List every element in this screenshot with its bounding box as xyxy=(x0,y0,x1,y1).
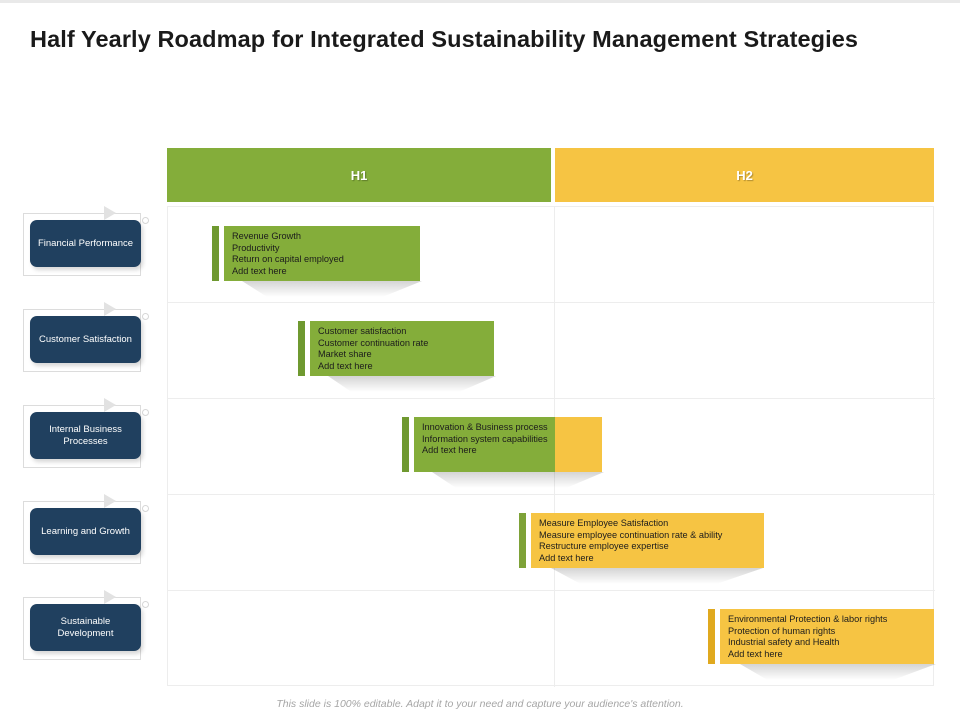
bar-line: Add text here xyxy=(422,445,477,456)
bar-body-h2-segment xyxy=(555,417,602,472)
bar-shadow xyxy=(328,376,496,392)
bar-line: Information system capabilities xyxy=(422,433,548,444)
bar-line: Measure Employee Satisfaction xyxy=(539,518,669,528)
grid-row-divider xyxy=(168,590,935,591)
bar-body: Environmental Protection & labor rights … xyxy=(720,609,934,664)
bar-line: Add text here xyxy=(318,360,373,371)
roadmap-grid: H1 H2 Revenue Growth Productivity Return… xyxy=(167,148,936,687)
bar-line: Add text here xyxy=(728,648,783,659)
roadmap-bar-internal-business-processes[interactable]: Innovation & Business process Informatio… xyxy=(402,417,604,488)
bar-accent-stripe xyxy=(708,609,715,664)
arrow-right-icon xyxy=(104,302,116,316)
sidebar-item-label: Sustainable Development xyxy=(30,604,141,651)
bar-line: Restructure employee expertise xyxy=(539,541,669,552)
bar-shadow xyxy=(432,472,604,488)
footer-note: This slide is 100% editable. Adapt it to… xyxy=(276,698,684,710)
bar-shadow xyxy=(242,281,422,297)
bar-line: Measure employee continuation rate & abi… xyxy=(539,529,723,540)
arrow-right-icon xyxy=(104,590,116,604)
connector-dot-icon xyxy=(142,505,149,512)
bar-body: Revenue Growth Productivity Return on ca… xyxy=(224,226,420,281)
connector-dot-icon xyxy=(142,313,149,320)
sidebar-item-label: Internal Business Processes xyxy=(30,412,141,459)
bar-line: Innovation & Business process xyxy=(422,422,548,432)
sidebar-item-financial-performance[interactable]: Financial Performance xyxy=(18,206,149,278)
roadmap-bar-financial-performance[interactable]: Revenue Growth Productivity Return on ca… xyxy=(212,226,422,297)
bar-line: Add text here xyxy=(539,552,594,563)
column-header-h2[interactable]: H2 xyxy=(555,148,934,202)
bar-line: Market share xyxy=(318,349,372,360)
bar-accent-stripe xyxy=(519,513,526,568)
page-title: Half Yearly Roadmap for Integrated Susta… xyxy=(30,26,859,52)
bar-line: Revenue Growth xyxy=(232,231,301,241)
bar-line: Productivity xyxy=(232,242,280,253)
bar-accent-stripe xyxy=(402,417,409,472)
roadmap-bar-sustainable-development[interactable]: Environmental Protection & labor rights … xyxy=(708,609,936,680)
bar-line: Industrial safety and Health xyxy=(728,637,840,648)
sidebar-item-learning-and-growth[interactable]: Learning and Growth xyxy=(18,494,149,566)
roadmap-bar-learning-and-growth[interactable]: Measure Employee Satisfaction Measure em… xyxy=(519,513,764,584)
sidebar-item-customer-satisfaction[interactable]: Customer Satisfaction xyxy=(18,302,149,374)
bar-line: Return on capital employed xyxy=(232,254,344,265)
bar-accent-stripe xyxy=(212,226,219,281)
perspective-sidebar: Financial Performance Customer Satisfact… xyxy=(18,206,158,686)
bar-line: Environmental Protection & labor rights xyxy=(728,614,888,624)
connector-dot-icon xyxy=(142,601,149,608)
bar-body: Measure Employee Satisfaction Measure em… xyxy=(531,513,764,568)
grid-row-divider xyxy=(168,398,935,399)
bar-shadow xyxy=(740,664,936,680)
connector-dot-icon xyxy=(142,409,149,416)
bar-shadow xyxy=(551,568,763,584)
bar-body: Customer satisfaction Customer continuat… xyxy=(310,321,494,376)
sidebar-item-label: Customer Satisfaction xyxy=(30,316,141,363)
grid-row-divider xyxy=(168,494,935,495)
sidebar-item-sustainable-development[interactable]: Sustainable Development xyxy=(18,590,149,662)
sidebar-item-internal-business-processes[interactable]: Internal Business Processes xyxy=(18,398,149,470)
top-divider xyxy=(0,0,960,3)
column-header-h1[interactable]: H1 xyxy=(167,148,551,202)
sidebar-item-label: Learning and Growth xyxy=(30,508,141,555)
arrow-right-icon xyxy=(104,398,116,412)
arrow-right-icon xyxy=(104,494,116,508)
roadmap-bar-customer-satisfaction[interactable]: Customer satisfaction Customer continuat… xyxy=(298,321,496,392)
bar-line: Add text here xyxy=(232,265,287,276)
bar-body: Innovation & Business process Informatio… xyxy=(414,417,602,472)
bar-line: Customer continuation rate xyxy=(318,337,429,348)
sidebar-item-label: Financial Performance xyxy=(30,220,141,267)
arrow-right-icon xyxy=(104,206,116,220)
bar-line: Protection of human rights xyxy=(728,625,836,636)
bar-accent-stripe xyxy=(298,321,305,376)
bar-line: Customer satisfaction xyxy=(318,326,407,336)
grid-row-divider xyxy=(168,302,935,303)
connector-dot-icon xyxy=(142,217,149,224)
